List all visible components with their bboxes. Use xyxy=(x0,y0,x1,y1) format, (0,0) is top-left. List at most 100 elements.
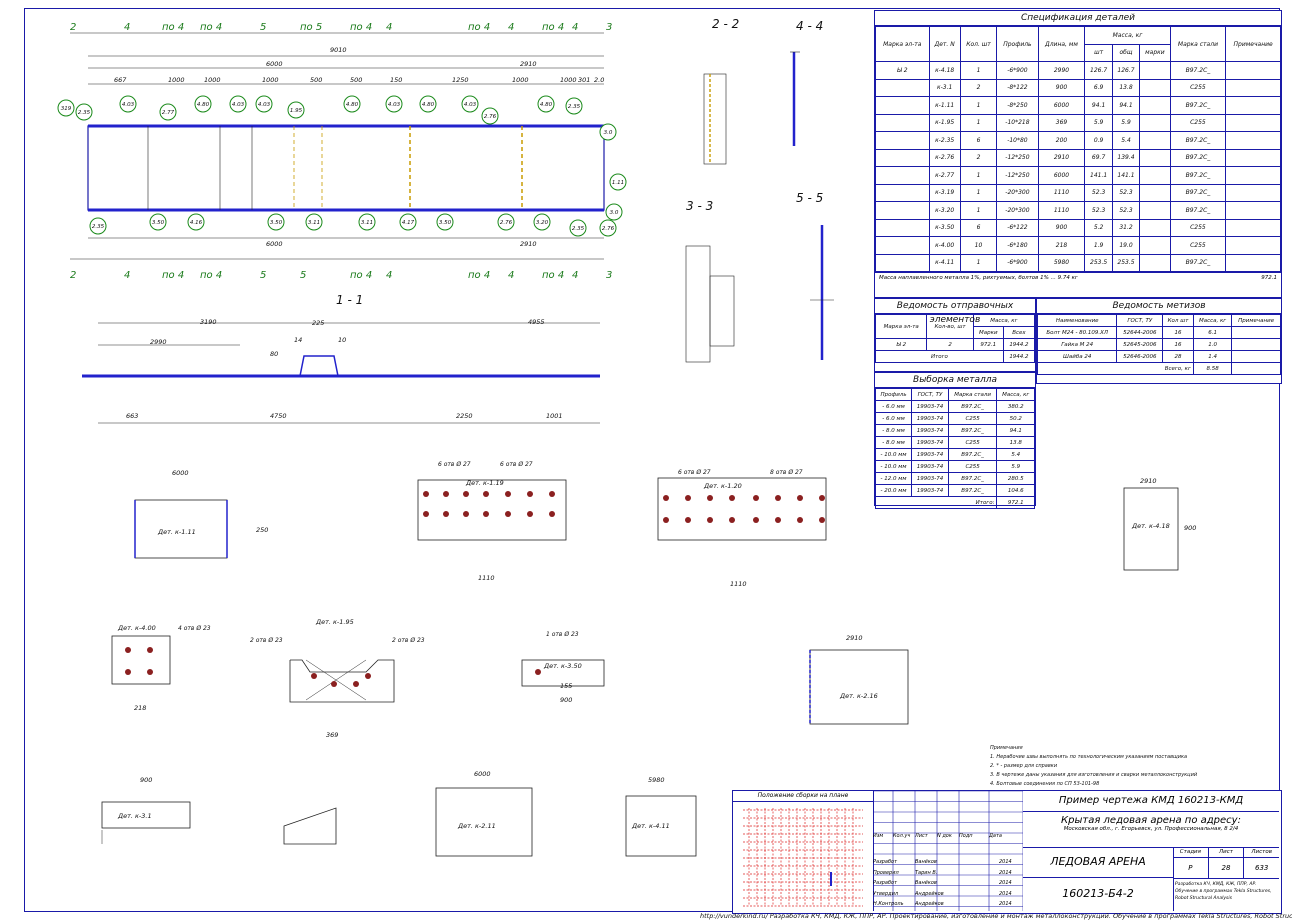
callout-label: 3.50 xyxy=(152,220,165,226)
revision-grid: Изм Кол.уч Лист N док Подп Дата Разработ… xyxy=(873,790,1024,911)
signatory-cell: 2014 xyxy=(999,901,1012,907)
detail-label: Дет. к-1.95 xyxy=(315,618,354,626)
spec-cell: Ы 2 xyxy=(875,61,930,80)
metal-cell: 19903-74 xyxy=(911,448,949,461)
plan-dim: 2910 xyxy=(520,240,537,248)
rev-h: Изм xyxy=(873,833,884,839)
spec-cell: 13.8 xyxy=(1111,78,1141,97)
plan-dim: 667 xyxy=(114,76,127,84)
bolts-cell: 1.4 xyxy=(1192,350,1233,363)
bolt-hole xyxy=(685,517,691,523)
callout-label: 319 xyxy=(61,106,72,112)
callout-circle xyxy=(569,219,587,237)
bolts-cell: Шайба 24 xyxy=(1036,350,1118,363)
section-2-2 xyxy=(703,73,727,165)
section-dim: 10 xyxy=(338,336,346,344)
bolts-cell: Гайка М 24 xyxy=(1036,338,1118,351)
detail-k31 xyxy=(101,801,191,844)
spec-cell: 1 xyxy=(959,96,998,115)
hole-label: 6 отв Ø 27 xyxy=(500,461,533,468)
spec-cell: 10 xyxy=(959,236,998,255)
spec-cell: 1 xyxy=(959,183,998,202)
bolt-hole xyxy=(147,669,153,675)
callout-label: 1.95 xyxy=(290,108,303,114)
signatory-cell: 2014 xyxy=(999,890,1012,897)
metal-h: Марка стали xyxy=(947,388,998,401)
detail-dim: 900 xyxy=(1184,524,1196,532)
signatory-cell: Ванёков xyxy=(915,859,937,865)
section-4-4 xyxy=(790,51,800,146)
metal-cell: 380.2 xyxy=(996,400,1035,413)
rev-headers: Изм Кол.уч Лист N док Подп Дата xyxy=(873,833,1023,839)
spec-cell: 253.5 xyxy=(1084,253,1113,272)
ship-cell: 972.1 xyxy=(972,338,1004,351)
metal-cell: С255 xyxy=(947,412,998,425)
spec-cell xyxy=(1139,166,1171,185)
bolts-h: ГОСТ, ТУ xyxy=(1116,314,1164,327)
section-dim: 4750 xyxy=(270,412,287,420)
metal-cell: 19903-74 xyxy=(911,460,949,473)
bolt-hole xyxy=(443,511,449,517)
callout-label: 4.16 xyxy=(190,220,203,226)
plan-dim: 2.0 xyxy=(594,76,604,84)
ship-h-mark: Марка эл-та xyxy=(874,314,928,339)
section-dim: 4955 xyxy=(528,318,545,326)
hole-label: 6 отв Ø 27 xyxy=(678,469,711,476)
detail-k216 xyxy=(809,649,909,725)
bolts-cell: 28 xyxy=(1162,350,1194,363)
bolts-h: Примечание xyxy=(1231,314,1281,327)
callout-label: 3.0 xyxy=(604,130,613,136)
spec-cell: 5.2 xyxy=(1084,218,1113,237)
footer-link[interactable]: http://vunderkind.ru/ Разработка КЧ, КМД… xyxy=(700,912,1292,920)
spec-cell: 69.7 xyxy=(1084,148,1113,167)
callout-label: 4.03 xyxy=(258,102,271,108)
spec-cell xyxy=(875,183,930,202)
callout-label: 4.03 xyxy=(122,102,135,108)
callout-circle xyxy=(287,101,305,119)
spec-cell: 253.5 xyxy=(1111,253,1141,272)
detail-k350 xyxy=(521,659,605,687)
spec-cell: к-4.11 xyxy=(928,253,961,272)
plan-dim: 301 xyxy=(578,76,590,84)
section-3-3 xyxy=(685,245,735,363)
callout-circle xyxy=(194,95,212,113)
cut-marker: 4 xyxy=(508,270,514,281)
spec-h-length: Длина, мм xyxy=(1037,26,1086,62)
spec-cell: 2910 xyxy=(1037,148,1086,167)
metal-cell: В97.2С_ xyxy=(947,448,998,461)
bolts-title: Ведомость метизов xyxy=(1037,299,1281,314)
spec-cell: 6000 xyxy=(1037,166,1086,185)
ship-cell: 1944.2 xyxy=(1002,338,1036,351)
bolts-total-label: Всего, кг xyxy=(1037,362,1194,375)
callout-label: 2.76 xyxy=(602,226,615,232)
callout-label: 2.35 xyxy=(92,224,105,230)
rev-h: N док xyxy=(937,833,952,839)
spec-cell: -20*300 xyxy=(996,201,1039,220)
cut-marker: по 5 xyxy=(300,22,322,33)
spec-cell: 218 xyxy=(1037,236,1086,255)
plan-dim: 9010 xyxy=(330,46,347,54)
signatory-cell: Ванёков xyxy=(915,880,937,886)
rev-h: Лист xyxy=(915,833,928,839)
spec-cell: В97.2С_ xyxy=(1169,61,1227,80)
callout-circle xyxy=(229,95,247,113)
shipping-panel: Ведомость отправочных элементов Марка эл… xyxy=(874,298,1036,372)
metal-cell: 104.6 xyxy=(996,484,1035,497)
callout-label: 2.77 xyxy=(162,110,175,116)
bolt-hole xyxy=(331,681,337,687)
spec-cell xyxy=(1139,183,1171,202)
metal-panel: Выборка металла Профиль ГОСТ, ТУ Марка с… xyxy=(874,372,1036,509)
metal-total: 972.1 xyxy=(996,496,1035,509)
signatory-cell: Андрейков xyxy=(915,901,944,907)
title-main: Пример чертежа КМД 160213-КМД xyxy=(1023,791,1279,812)
spec-cell: 126.7 xyxy=(1111,61,1141,80)
spec-cell xyxy=(1139,236,1171,255)
ship-h-marks: Марки xyxy=(972,326,1004,339)
metal-cell: 50.2 xyxy=(996,412,1035,425)
spec-cell: -10*80 xyxy=(996,131,1039,150)
